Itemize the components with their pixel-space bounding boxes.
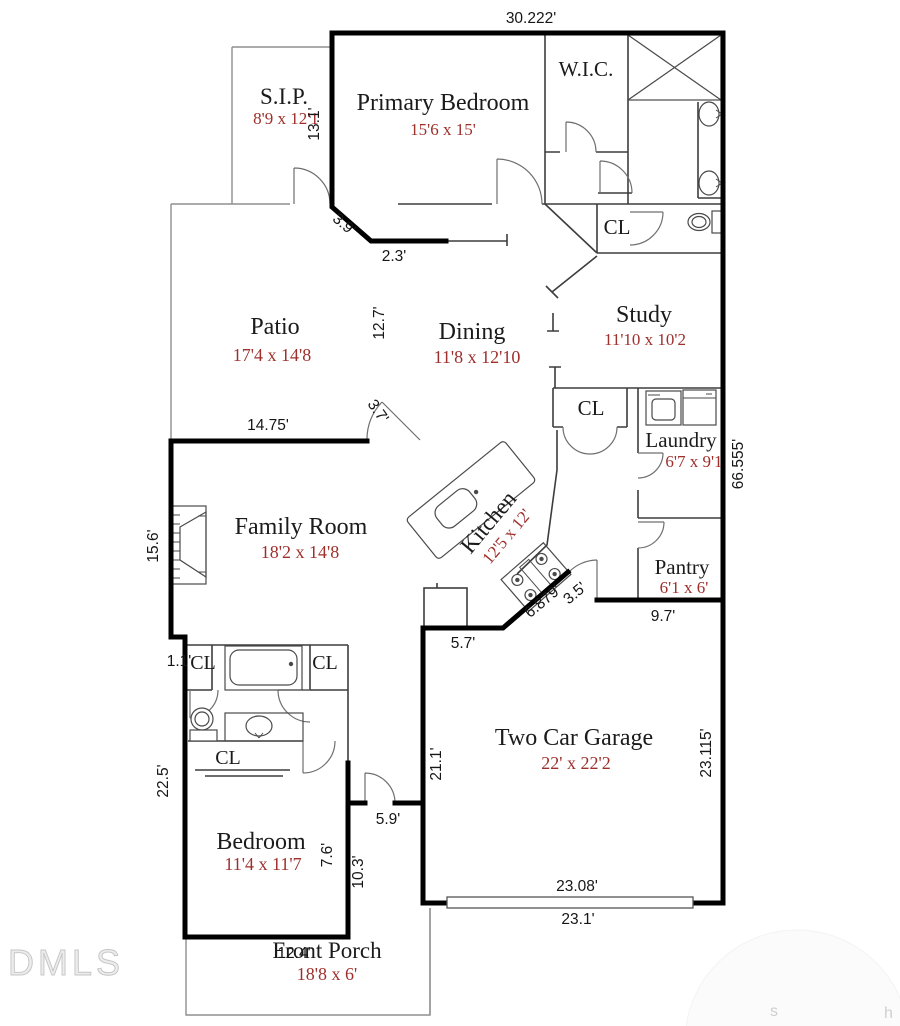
- pantry-door: [637, 521, 665, 549]
- room-size-bedroom: 11'4 x 11'7: [224, 854, 301, 874]
- shower-icon: [627, 34, 722, 101]
- dim-patio-right: 12.7': [371, 306, 388, 339]
- washer-icon: [645, 390, 682, 426]
- island-sink-icon: [434, 488, 478, 529]
- dimension-labels: 30.222' 13.1' 3.9' 2.3' 12.7' 3.7' 14.75…: [145, 10, 747, 962]
- laundry-door: [637, 452, 664, 479]
- room-label-patio: Patio: [250, 314, 299, 340]
- room-label-front-porch: Front Porch: [272, 938, 382, 963]
- bathtub-icon: [224, 645, 303, 691]
- dim-1-1: 1.1': [167, 653, 192, 670]
- garage-door: [429, 896, 694, 1015]
- room-size-dining: 11'8 x 12'10: [434, 347, 521, 367]
- dim-porch-width: 12.4': [277, 945, 310, 962]
- corner-watermark: s h: [685, 929, 900, 1026]
- room-label-cl-bath-left: CL: [190, 652, 216, 674]
- room-size-patio: 17'4 x 14'8: [233, 345, 312, 365]
- primary-closet-door: [629, 211, 664, 246]
- dim-left-lower: 22.5': [155, 764, 172, 797]
- hall-closet-bifold-door: [562, 426, 618, 455]
- front-door: [364, 772, 396, 804]
- dim-bedroom-right: 7.6': [319, 843, 336, 868]
- toilet-icon: [189, 707, 218, 742]
- primary-bath-door: [599, 160, 633, 194]
- watermark-partial-h: h: [884, 1005, 893, 1022]
- bath-closet-bottom-door: [302, 740, 336, 774]
- room-size-pantry: 6'1 x 6': [660, 578, 709, 597]
- dim-patio-bottom: 14.75': [247, 417, 289, 434]
- room-label-wic: W.I.C.: [559, 57, 614, 81]
- dim-entry: 5.9': [376, 811, 401, 828]
- room-size-garage: 22' x 22'2: [541, 753, 611, 773]
- kitchen-island: [406, 441, 536, 559]
- dim-5-7: 5.7': [451, 635, 476, 652]
- dim-sip-height: 13.1': [306, 107, 323, 140]
- room-label-family-room: Family Room: [235, 514, 368, 540]
- room-size-laundry: 6'7 x 9'1: [665, 452, 722, 471]
- room-label-primary-bedroom: Primary Bedroom: [357, 90, 530, 116]
- fireplace-icon: [171, 505, 207, 585]
- room-size-family-room: 18'2 x 14'8: [261, 542, 340, 562]
- room-size-front-porch: 18'8 x 6': [297, 964, 358, 984]
- room-label-bedroom: Bedroom: [216, 829, 306, 855]
- sink-icon: [224, 712, 304, 742]
- dmls-watermark: DMLS: [8, 942, 124, 983]
- dim-top-width: 30.222': [506, 10, 556, 27]
- patio-outline: [170, 46, 332, 441]
- room-label-study: Study: [616, 302, 672, 328]
- room-label-cl-bath-bottom: CL: [215, 747, 241, 769]
- room-label-pantry: Pantry: [655, 555, 710, 579]
- room-label-cl-hall: CL: [578, 396, 605, 420]
- sink-icon: [698, 170, 723, 196]
- outer-walls: [168, 30, 726, 940]
- dim-3-5: 3.5': [560, 579, 590, 608]
- room-labels: S.I.P. 8'9 x 12'1 Primary Bedroom 15'6 x…: [190, 57, 722, 984]
- primary-bedroom-door: [496, 158, 543, 205]
- dim-garage-right: 23.115': [698, 728, 715, 777]
- room-label-cl-bath-right: CL: [312, 652, 338, 674]
- toilet-icon: [687, 210, 723, 234]
- watermark-partial-s: s: [770, 1003, 778, 1020]
- dim-family-left: 15.6': [145, 529, 162, 562]
- room-label-laundry: Laundry: [645, 428, 717, 452]
- dim-garage-bottom: 23.08': [556, 878, 598, 895]
- dim-pantry-bottom: 9.7': [651, 608, 676, 625]
- dryer-icon: [682, 389, 717, 426]
- interior-walls: [185, 33, 723, 777]
- dim-diagonal-3-9: 3.9': [329, 210, 359, 239]
- room-size-study: 11'10 x 10'2: [604, 330, 686, 349]
- sip-door: [293, 167, 331, 205]
- bath-closet-right-door: [277, 689, 311, 723]
- room-label-cl-primary: CL: [604, 215, 631, 239]
- doors: [189, 121, 665, 804]
- dim-garage-door: 23.1': [561, 911, 594, 928]
- sink-icon: [698, 101, 723, 127]
- room-label-dining: Dining: [439, 319, 506, 345]
- dim-kitchen-diagonal: 6.879': [522, 582, 565, 622]
- dim-porch-right: 10.3': [350, 855, 367, 888]
- room-size-primary-bedroom: 15'6 x 15': [410, 120, 476, 139]
- wic-door: [565, 121, 597, 153]
- dim-2-3: 2.3': [382, 248, 407, 265]
- room-label-garage: Two Car Garage: [495, 725, 653, 751]
- dim-garage-left: 21.1': [428, 747, 445, 780]
- room-label-sip: S.I.P.: [260, 84, 308, 109]
- patio-door: [366, 401, 421, 441]
- dim-right-side: 66.555': [730, 439, 747, 489]
- room-size-sip: 8'9 x 12'1: [253, 109, 319, 128]
- dim-patio-door: 3.7': [364, 397, 392, 427]
